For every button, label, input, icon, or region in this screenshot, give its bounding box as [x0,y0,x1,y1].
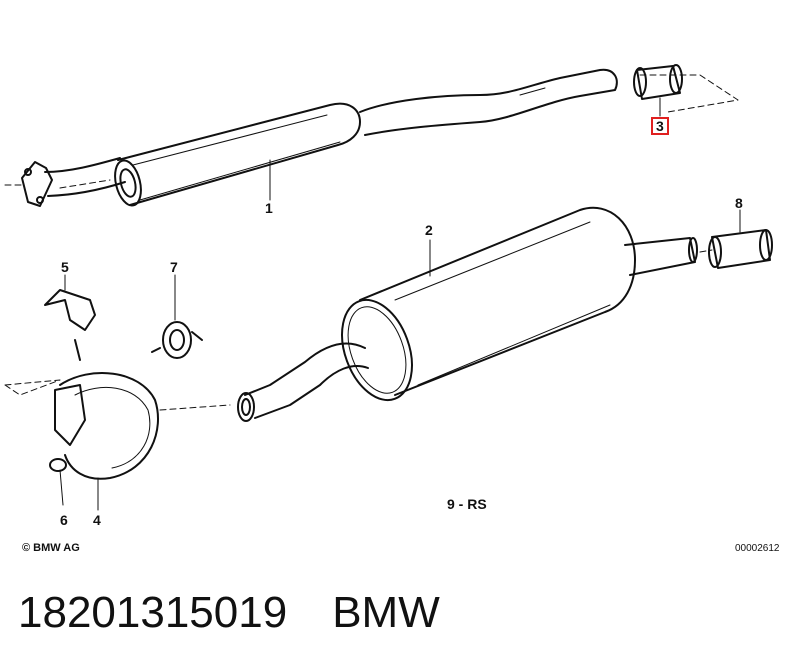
rear-muffler-part-2 [237,206,698,422]
bracket-part-5 [44,274,96,361]
group-label: 9 - RS [447,496,487,512]
part-number: 18201315019 [18,588,288,637]
callout-2: 2 [425,222,433,238]
part-caption: 18201315019 BMW [18,588,485,638]
sleeve-part-3 [633,64,683,117]
callout-1: 1 [265,200,273,216]
callout-6: 6 [60,512,68,528]
copyright-notice: © BMW AG [22,542,80,554]
brand-name: BMW [332,588,440,637]
callout-7: 7 [170,259,178,275]
callout-8: 8 [735,195,743,211]
callout-5: 5 [61,259,69,275]
hanger-part-7 [151,274,203,359]
sleeve-part-8 [708,209,773,269]
clamp-part-4 [49,372,159,511]
callout-3-highlighted: 3 [651,117,669,135]
front-pipe-part-1 [21,68,618,207]
document-number: 00002612 [735,543,780,554]
callout-4: 4 [93,512,101,528]
